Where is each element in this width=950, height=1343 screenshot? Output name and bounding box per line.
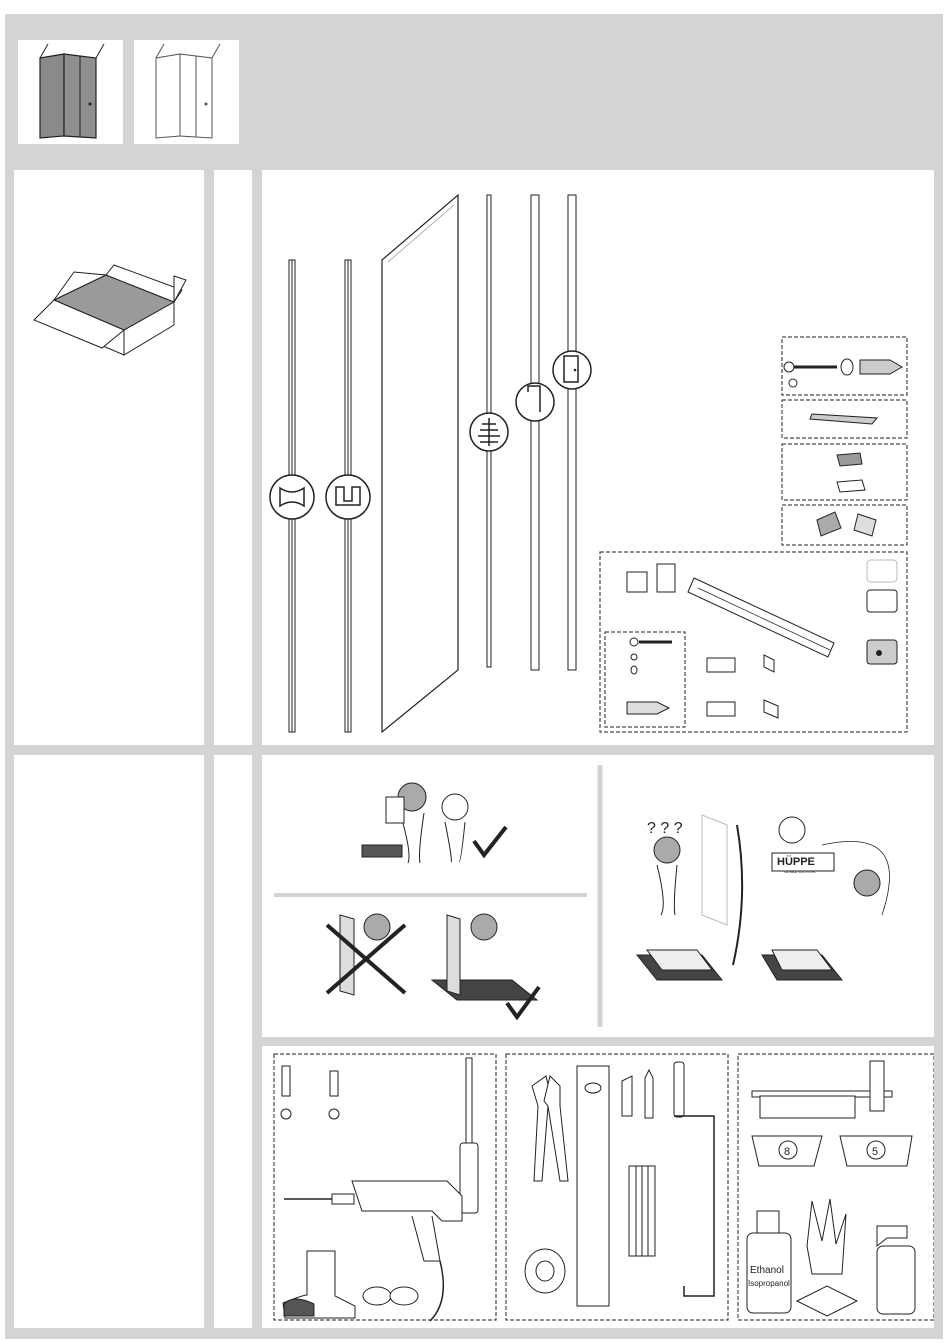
hex-bit-icon (329, 1071, 339, 1119)
notes-panel (14, 755, 204, 1328)
box-contents-panel (14, 170, 204, 745)
screw-set-box (782, 337, 907, 395)
spacer-8-icon: 8 (752, 1136, 822, 1166)
svg-text:? ? ?: ? ? ? (647, 820, 683, 837)
seal-profile (470, 195, 508, 667)
open-box-icon (14, 170, 204, 370)
svg-text:Ethanol: Ethanol (750, 1265, 784, 1276)
svg-text:8: 8 (784, 1146, 790, 1158)
svg-text:5: 5 (872, 1146, 878, 1158)
door-profile-2 (553, 195, 591, 670)
variant-dark-glass[interactable] (18, 40, 123, 144)
folding-rule-icon (629, 1166, 655, 1256)
silicone-gun-icon (760, 1096, 855, 1118)
glass-panel (382, 195, 458, 732)
adhesive-tape-icon (525, 1249, 565, 1293)
spirit-level-icon (577, 1066, 609, 1306)
tools-panel: 8 5 Ethanol Isopropanol (262, 1046, 934, 1328)
correct-handling-icon (432, 914, 539, 1017)
svg-text:HÜPPE: HÜPPE (777, 855, 815, 868)
end-cap-box (782, 505, 907, 545)
handling-panel: ? ? ? HÜPPE SHOWER SOLUTIONS (262, 755, 934, 1037)
handling-diagram: ? ? ? HÜPPE SHOWER SOLUTIONS (262, 755, 934, 1037)
wall-profile-1 (270, 260, 314, 732)
side-strip-upper (214, 170, 252, 745)
pencil-icon (645, 1070, 653, 1118)
shower-enclosure-dark-glass-icon (18, 40, 123, 144)
variant-clear-glass[interactable] (134, 40, 239, 144)
two-workers-icon (362, 783, 506, 863)
svg-text:Isopropanol: Isopropanol (748, 1279, 790, 1288)
svg-text:SHOWER SOLUTIONS: SHOWER SOLUTIONS (784, 870, 816, 874)
tools-diagram: 8 5 Ethanol Isopropanol (262, 1046, 934, 1328)
wrong-handling-icon (327, 914, 405, 995)
confused-worker-icon: ? ? ? (637, 815, 727, 980)
torx-bit-icon (281, 1066, 291, 1119)
door-profile-1 (516, 195, 554, 670)
shower-enclosure-clear-glass-icon (134, 40, 239, 144)
huppe-support-icon: HÜPPE SHOWER SOLUTIONS (762, 817, 890, 980)
threshold-strip-box (782, 400, 907, 438)
side-strip-lower (214, 755, 252, 1328)
parts-panel (262, 170, 934, 745)
wall-profile-2 (326, 260, 370, 732)
corner-bracket-box (782, 444, 907, 500)
stabilizer-bar-box (600, 552, 907, 732)
knife-icon (622, 1076, 632, 1116)
parts-diagram (262, 170, 934, 745)
spacer-5-icon: 5 (840, 1136, 912, 1166)
